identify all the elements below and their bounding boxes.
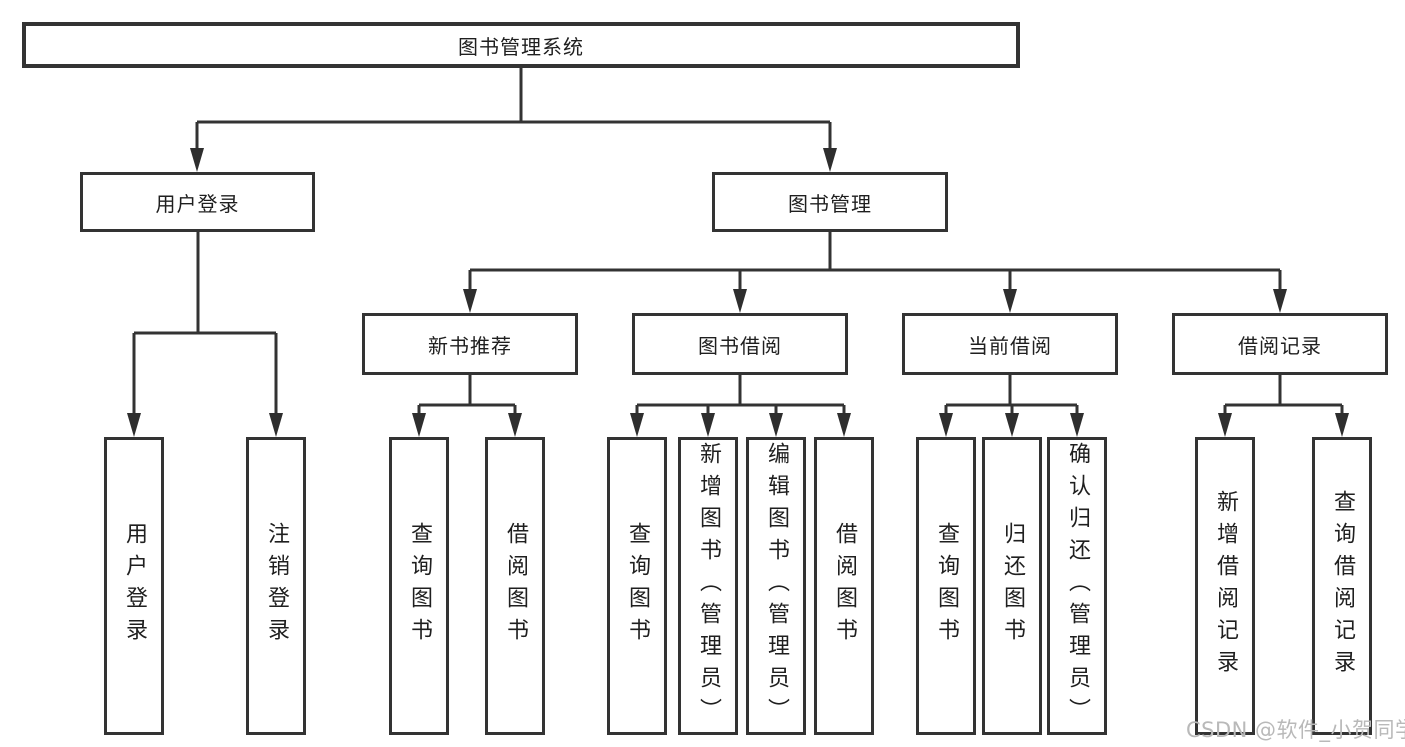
leaf-add-books-admin-label: 新增图书（管理员） [696, 442, 721, 730]
leaf-add-borrow-record-label: 新增借阅记录 [1213, 490, 1238, 682]
leaf-add-borrow-record: 新增借阅记录 [1195, 437, 1255, 735]
connector-lines [132, 68, 1344, 423]
leaf-query-books-current: 查询图书 [916, 437, 976, 735]
leaf-query-books-recommend-label: 查询图书 [407, 522, 432, 650]
leaf-query-books-borrow: 查询图书 [607, 437, 667, 735]
leaf-query-borrow-record-label: 查询借阅记录 [1330, 490, 1355, 682]
node-book-management-label: 图书管理 [788, 191, 872, 216]
leaf-query-borrow-record: 查询借阅记录 [1312, 437, 1372, 735]
node-book-management: 图书管理 [712, 172, 948, 232]
node-root-system: 图书管理系统 [22, 22, 1020, 68]
leaf-borrow-books-label: 借阅图书 [832, 522, 857, 650]
node-user-login-label: 用户登录 [155, 191, 240, 216]
leaf-confirm-return-admin-label: 确认归还（管理员） [1065, 442, 1090, 730]
arrowhead-icons [127, 148, 1349, 437]
leaf-query-books-borrow-label: 查询图书 [625, 522, 650, 650]
leaf-borrow-books-recommend: 借阅图书 [485, 437, 545, 735]
node-root-system-label: 图书管理系统 [458, 34, 584, 59]
node-new-book-recommend-label: 新书推荐 [428, 333, 512, 358]
node-current-borrow-label: 当前借阅 [968, 333, 1052, 358]
leaf-edit-books-admin: 编辑图书（管理员） [746, 437, 806, 735]
leaf-return-books: 归还图书 [982, 437, 1042, 735]
leaf-edit-books-admin-label: 编辑图书（管理员） [764, 442, 789, 730]
csdn-watermark: CSDN @软件_小贺同学 [1186, 718, 1405, 742]
leaf-user-login: 用户登录 [104, 437, 164, 735]
leaf-return-books-label: 归还图书 [1000, 522, 1025, 650]
node-borrow-records-label: 借阅记录 [1238, 333, 1322, 358]
leaf-confirm-return-admin: 确认归还（管理员） [1047, 437, 1107, 735]
leaf-add-books-admin: 新增图书（管理员） [678, 437, 738, 735]
node-book-borrow: 图书借阅 [632, 313, 848, 375]
node-new-book-recommend: 新书推荐 [362, 313, 578, 375]
leaf-query-books-current-label: 查询图书 [934, 522, 959, 650]
leaf-borrow-books: 借阅图书 [814, 437, 874, 735]
leaf-user-login-label: 用户登录 [122, 522, 147, 650]
leaf-logout: 注销登录 [246, 437, 306, 735]
node-current-borrow: 当前借阅 [902, 313, 1118, 375]
leaf-query-books-recommend: 查询图书 [389, 437, 449, 735]
leaf-logout-label: 注销登录 [264, 522, 289, 650]
node-borrow-records: 借阅记录 [1172, 313, 1388, 375]
leaf-borrow-books-recommend-label: 借阅图书 [503, 522, 528, 650]
node-book-borrow-label: 图书借阅 [698, 333, 782, 358]
node-user-login: 用户登录 [80, 172, 315, 232]
